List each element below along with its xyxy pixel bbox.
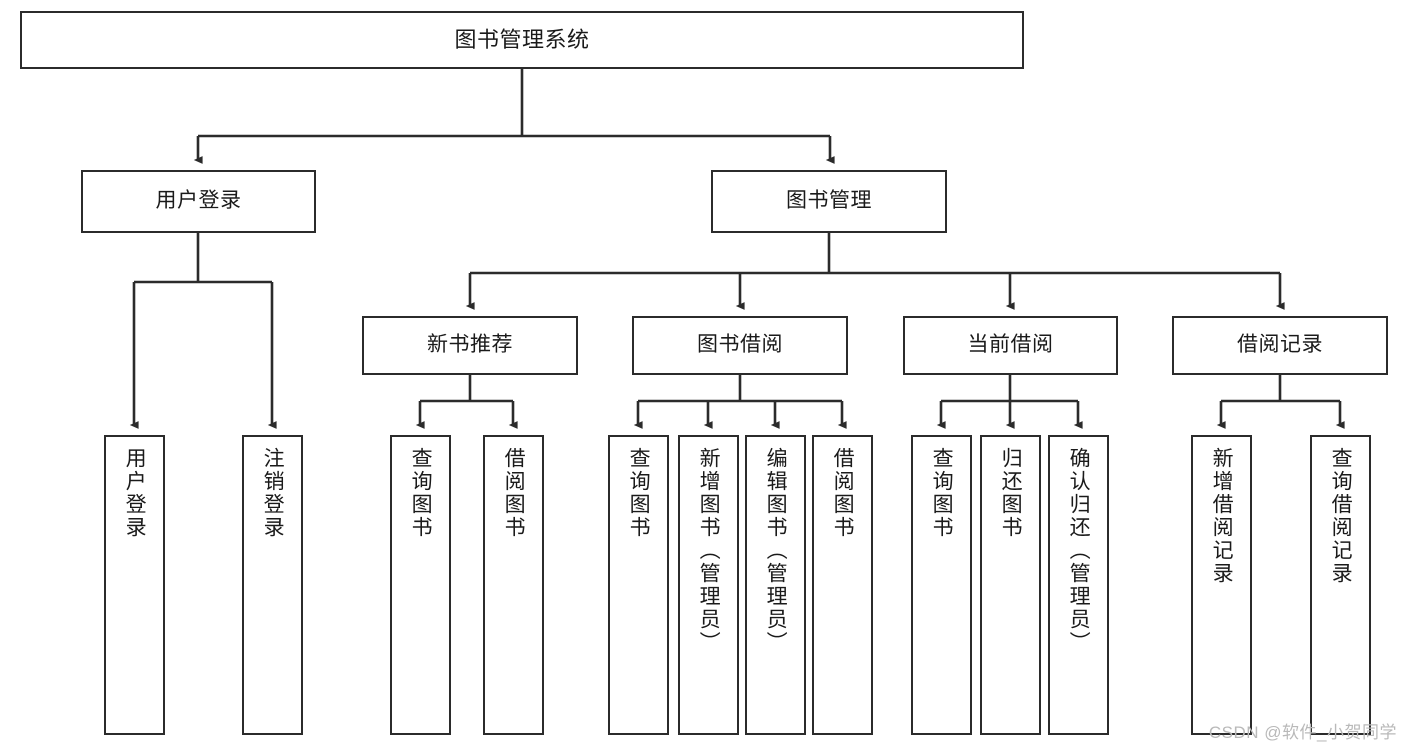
- node-leaf-borrow-book-1[interactable]: 借阅图书: [483, 435, 544, 735]
- node-label: 图书管理系统: [454, 27, 590, 53]
- node-root-book-management-system[interactable]: 图书管理系统: [20, 11, 1024, 69]
- node-label: 用户登录: [123, 447, 147, 539]
- node-label: 新增图书（管理员）: [697, 447, 721, 654]
- node-label: 新增借阅记录: [1210, 447, 1234, 585]
- node-label: 注销登录: [261, 447, 285, 539]
- csdn-watermark: CSDN @软件_小贺同学: [1208, 723, 1397, 742]
- node-current-borrow[interactable]: 当前借阅: [903, 316, 1118, 375]
- node-leaf-user-login[interactable]: 用户登录: [104, 435, 165, 735]
- node-leaf-query-book-2[interactable]: 查询图书: [608, 435, 669, 735]
- node-label: 当前借阅: [967, 333, 1054, 357]
- node-leaf-query-borrow-record[interactable]: 查询借阅记录: [1310, 435, 1371, 735]
- node-label: 查询图书: [627, 447, 651, 539]
- node-book-management[interactable]: 图书管理: [711, 170, 947, 233]
- node-label: 查询借阅记录: [1329, 447, 1353, 585]
- node-new-book-recommend[interactable]: 新书推荐: [362, 316, 578, 375]
- node-leaf-logout[interactable]: 注销登录: [242, 435, 303, 735]
- node-leaf-return-book[interactable]: 归还图书: [980, 435, 1041, 735]
- node-book-borrow[interactable]: 图书借阅: [632, 316, 848, 375]
- node-label: 图书借阅: [697, 333, 783, 357]
- node-label: 借阅图书: [502, 447, 526, 539]
- node-label: 查询图书: [409, 447, 433, 539]
- node-leaf-edit-book[interactable]: 编辑图书（管理员）: [745, 435, 806, 735]
- node-leaf-add-borrow-record[interactable]: 新增借阅记录: [1191, 435, 1252, 735]
- node-label: 新书推荐: [427, 333, 513, 357]
- node-label: 图书管理: [786, 189, 872, 213]
- node-label: 编辑图书（管理员）: [764, 447, 788, 654]
- node-leaf-query-book-1[interactable]: 查询图书: [390, 435, 451, 735]
- node-label: 确认归还（管理员）: [1067, 447, 1091, 654]
- node-label: 借阅记录: [1237, 333, 1323, 357]
- node-label: 查询图书: [930, 447, 954, 539]
- node-leaf-query-book-3[interactable]: 查询图书: [911, 435, 972, 735]
- node-label: 归还图书: [999, 447, 1023, 539]
- node-leaf-add-book[interactable]: 新增图书（管理员）: [678, 435, 739, 735]
- node-borrow-record[interactable]: 借阅记录: [1172, 316, 1388, 375]
- node-label: 用户登录: [155, 189, 242, 213]
- node-label: 借阅图书: [831, 447, 855, 539]
- node-user-login[interactable]: 用户登录: [81, 170, 316, 233]
- node-leaf-confirm-return[interactable]: 确认归还（管理员）: [1048, 435, 1109, 735]
- node-leaf-borrow-book-2[interactable]: 借阅图书: [812, 435, 873, 735]
